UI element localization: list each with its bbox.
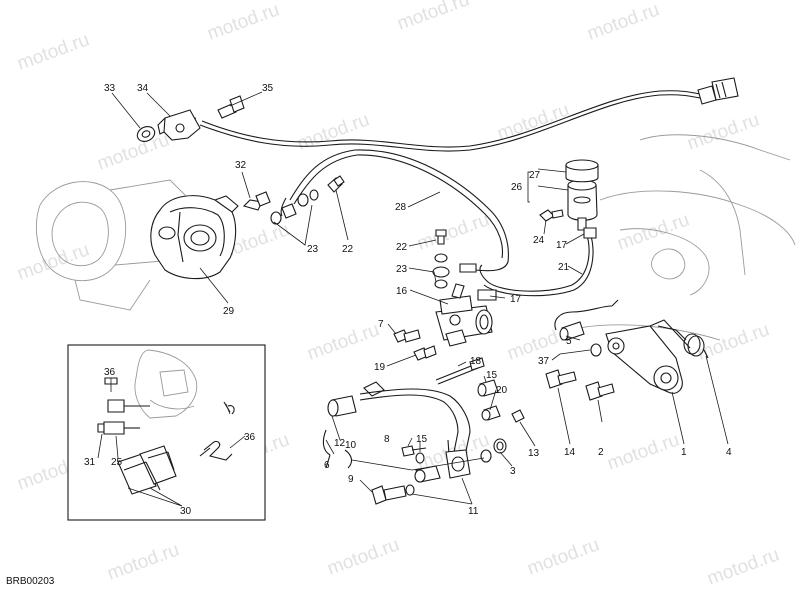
- callout-36: 36: [104, 367, 116, 378]
- callout-36: 36: [244, 432, 256, 443]
- bush-15b: [477, 379, 499, 397]
- callout-18: 18: [470, 356, 482, 367]
- callout-9: 9: [348, 474, 354, 485]
- callout-19: 19: [374, 362, 386, 373]
- cable-connector: [697, 77, 739, 105]
- stop-light-switch-5: [554, 299, 619, 341]
- bolt-35: [217, 95, 245, 119]
- pin-20: [481, 405, 501, 421]
- callout-11: 11: [468, 506, 479, 517]
- bolt-2: [585, 381, 615, 401]
- callout-17: 17: [510, 294, 522, 305]
- watermark-text: motod.ru: [305, 319, 383, 364]
- bolt-32: [242, 191, 271, 211]
- callout-3: 3: [510, 466, 516, 477]
- callout-10: 10: [345, 440, 357, 451]
- clamp-17b: [477, 289, 497, 301]
- bolt-9: [371, 484, 415, 505]
- callout-4: 4: [726, 447, 732, 458]
- callout-17: 17: [556, 240, 568, 251]
- watermark-text: motod.ru: [95, 129, 173, 174]
- watermark-text: motod.ru: [585, 0, 663, 45]
- callout-22: 22: [342, 244, 354, 255]
- bracket-26: [527, 171, 530, 203]
- clamp-17a: [583, 227, 597, 239]
- watermark-text: motod.ru: [325, 534, 403, 579]
- callout-33: 33: [104, 83, 116, 94]
- callout-27: 27: [529, 170, 541, 181]
- callout-2: 2: [598, 447, 604, 458]
- watermark-text: motod.ru: [15, 29, 93, 74]
- callout-13: 13: [528, 448, 540, 459]
- spring-4: [657, 325, 709, 359]
- inset-detail-box: [67, 344, 266, 521]
- callout-35: 35: [262, 83, 274, 94]
- callout-37: 37: [538, 356, 550, 367]
- callout-34: 34: [137, 83, 149, 94]
- watermark-text: motod.ru: [15, 239, 93, 284]
- frame-ghost-right: [569, 134, 796, 341]
- leader-lines: [97, 91, 729, 507]
- watermark-text: motod.ru: [295, 109, 373, 154]
- callout-20: 20: [496, 385, 508, 396]
- watermark-text: motod.ru: [615, 209, 693, 254]
- screw-13: [511, 409, 525, 423]
- watermark-text: motod.ru: [685, 109, 763, 154]
- callout-30: 30: [180, 506, 192, 517]
- fluid-reservoir-26: [567, 179, 598, 231]
- callout-1: 1: [681, 447, 687, 458]
- callout-8: 8: [384, 434, 390, 445]
- brake-pedal-12: [327, 381, 471, 479]
- callout-labels: 33 34 35 32 23 22 29 28 22 23 16 7 19 18…: [84, 83, 732, 517]
- nut-37: [590, 343, 602, 357]
- callout-23: 23: [307, 244, 319, 255]
- callout-28: 28: [395, 202, 407, 213]
- footrest-bracket-1: [605, 319, 691, 394]
- callout-26: 26: [511, 182, 523, 193]
- watermark-text: motod.ru: [395, 0, 473, 35]
- washer-11: [480, 438, 507, 463]
- spring-6: [322, 429, 353, 469]
- bolt-7: [393, 329, 421, 343]
- speed-sensor-34: [157, 109, 201, 141]
- callout-31: 31: [84, 457, 96, 468]
- callout-29: 29: [223, 306, 235, 317]
- sensor-cable-34: [181, 90, 701, 152]
- callout-14: 14: [564, 447, 576, 458]
- bolt-8: [401, 445, 427, 457]
- seal-33: [136, 126, 156, 142]
- pushrod-18: [435, 357, 485, 385]
- watermark-text: motod.ru: [105, 539, 183, 584]
- bush-15a: [415, 452, 425, 464]
- callout-22: 22: [396, 242, 408, 253]
- callout-12: 12: [334, 438, 346, 449]
- watermark-text: motod.ru: [415, 209, 493, 254]
- callout-21: 21: [558, 262, 570, 273]
- master-cylinder-16: [435, 283, 493, 347]
- callout-23: 23: [396, 264, 408, 275]
- callout-6: 6: [324, 460, 330, 471]
- brake-caliper-29: [150, 195, 239, 280]
- callout-25: 25: [111, 457, 123, 468]
- diagram-code: BRB00203: [6, 576, 55, 587]
- callout-32: 32: [235, 160, 247, 171]
- callout-7: 7: [378, 319, 384, 330]
- reservoir-hose-21: [479, 231, 594, 297]
- banjo-fitting-lower: [432, 229, 477, 289]
- callout-24: 24: [533, 235, 545, 246]
- callout-16: 16: [396, 286, 408, 297]
- watermark-text: motod.ru: [705, 544, 783, 589]
- watermark-text: motod.ru: [605, 429, 683, 474]
- callout-5: 5: [566, 336, 572, 347]
- bolt-19: [413, 345, 437, 361]
- watermark-text: motod.ru: [205, 0, 283, 45]
- bolt-14: [545, 369, 577, 389]
- reservoir-cap-27: [565, 159, 599, 183]
- watermark-text: motod.ru: [525, 534, 603, 579]
- callout-15: 15: [486, 370, 498, 381]
- screw-24: [539, 209, 564, 222]
- banjo-fitting-upper: [270, 175, 345, 225]
- callout-15: 15: [416, 434, 428, 445]
